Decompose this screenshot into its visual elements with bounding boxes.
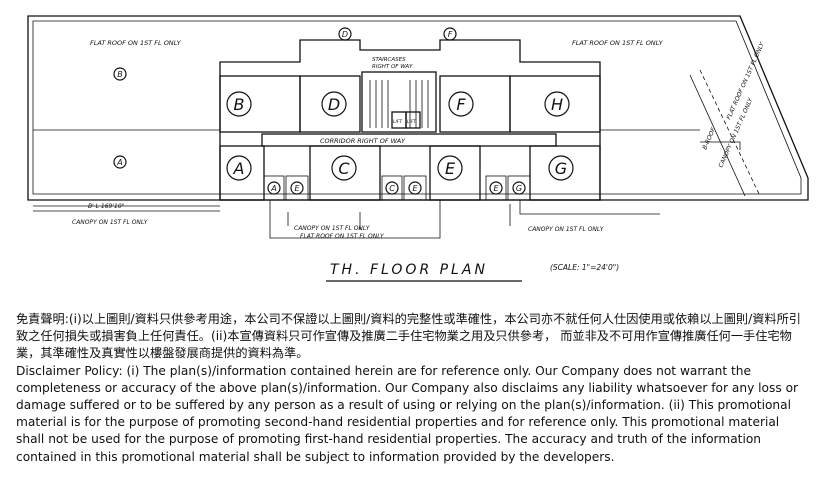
small-c-circle: [385, 181, 399, 195]
flat-c-room: [309, 145, 381, 201]
marker-d-label: D: [342, 30, 348, 39]
plan-title: TH. FLOOR PLAN: [330, 262, 488, 278]
disclaimer-en: Disclaimer Policy: (i) The plan(s)/infor…: [16, 363, 799, 464]
note-dim-left: B' L 169'10": [88, 203, 125, 210]
flat-h-circle: [544, 91, 570, 117]
flat-a-room: [219, 145, 265, 201]
floor-plan-drawing: B A D F B D F H A C E G A E C E E G FLAT…: [27, 15, 809, 282]
stair-core: [361, 71, 437, 133]
flat-h-label: H: [551, 95, 563, 114]
marker-b-circle: [113, 67, 127, 81]
small-e-room-2: [403, 175, 427, 201]
note-flat-roof-left: FLAT ROOF ON 1ST FL ONLY: [90, 39, 182, 47]
lift-shaft-2: [405, 111, 421, 129]
small-g-circle: [512, 181, 526, 195]
stair-treads: [369, 80, 429, 128]
marker-a-circle: [113, 155, 127, 169]
canopy-strip-mid: [269, 200, 441, 239]
small-e1-label: E: [294, 184, 300, 193]
site-boundary: [27, 15, 809, 201]
note-canopy-bottom-right: CANOPY ON 1ST FL ONLY: [528, 226, 605, 233]
note-flat-roof-bottom-mid: FLAT ROOF ON 1ST FL ONLY: [300, 233, 385, 240]
marker-b-label: B: [117, 70, 123, 79]
flat-a-circle: [226, 155, 252, 181]
marker-f-circle: [443, 27, 457, 41]
note-canopy-bottom-left: CANOPY ON 1ST FL ONLY: [72, 219, 149, 226]
note-bracket-diag: B-ROOF: [701, 126, 717, 151]
canopy-strip-right: [519, 200, 660, 215]
flat-f-label: F: [456, 95, 466, 114]
flat-b-room: [219, 75, 301, 133]
plan-scale-note: (SCALE: 1"=24'0"): [550, 263, 619, 272]
flat-d-label: D: [328, 95, 340, 114]
corridor: [261, 133, 557, 147]
marker-d-circle: [338, 27, 352, 41]
flat-h-room: [509, 75, 601, 133]
flat-f-room: [439, 75, 511, 133]
small-a-circle: [267, 181, 281, 195]
disclaimer-block: 免責聲明:(i)以上圖則/資料只供參考用途，本公司不保證以上圖則/資料的完整性或…: [16, 311, 806, 466]
small-e-room-3: [485, 175, 507, 201]
flat-g-room: [529, 145, 601, 201]
note-lift-1: LIFT: [393, 119, 403, 125]
note-flat-roof-right: FLAT ROOF ON 1ST FL ONLY: [572, 39, 664, 47]
canopy-diagonal: [699, 69, 761, 197]
small-c-room: [381, 175, 403, 201]
marker-f-label: F: [448, 30, 453, 39]
small-e1-circle: [290, 181, 304, 195]
leader-arrows: [287, 204, 511, 230]
flat-d-room: [299, 75, 361, 133]
small-e2-label: E: [412, 184, 418, 193]
flat-b-label: B: [234, 95, 245, 114]
disclaimer-zh: 免責聲明:(i)以上圖則/資料只供參考用途，本公司不保證以上圖則/資料的完整性或…: [16, 312, 801, 361]
note-staircases-2: RIGHT OF WAY: [372, 64, 413, 70]
small-e2-circle: [408, 181, 422, 195]
note-staircases: STAIRCASES: [372, 57, 406, 63]
marker-a-label: A: [116, 158, 122, 167]
canopy-bracket: [700, 141, 741, 150]
note-corridor: CORRIDOR RIGHT OF WAY: [320, 137, 406, 145]
small-g-room: [507, 175, 531, 201]
small-e3-label: E: [493, 184, 499, 193]
small-a-room: [263, 175, 285, 201]
small-g-label: G: [516, 184, 522, 193]
flat-b-circle: [226, 91, 252, 117]
small-e3-circle: [489, 181, 503, 195]
flat-a-label: A: [233, 159, 245, 178]
note-canopy-bottom-mid: CANOPY ON 1ST FL ONLY: [294, 225, 371, 232]
flat-f-circle: [448, 91, 474, 117]
flat-c-circle: [331, 155, 357, 181]
canopy-diagonal-2: [689, 74, 746, 197]
flat-g-circle: [548, 155, 574, 181]
small-a-label: A: [270, 184, 276, 193]
small-e-room-1: [285, 175, 309, 201]
flat-g-label: G: [555, 159, 567, 178]
flat-e-circle: [437, 155, 463, 181]
flat-c-label: C: [338, 159, 350, 178]
note-lift-2: LIFT: [407, 119, 417, 125]
flat-e-label: E: [445, 159, 456, 178]
flat-e-room: [429, 145, 481, 201]
small-c-label: C: [389, 184, 395, 193]
flat-d-circle: [321, 91, 347, 117]
site-boundary-inner: [32, 20, 802, 195]
